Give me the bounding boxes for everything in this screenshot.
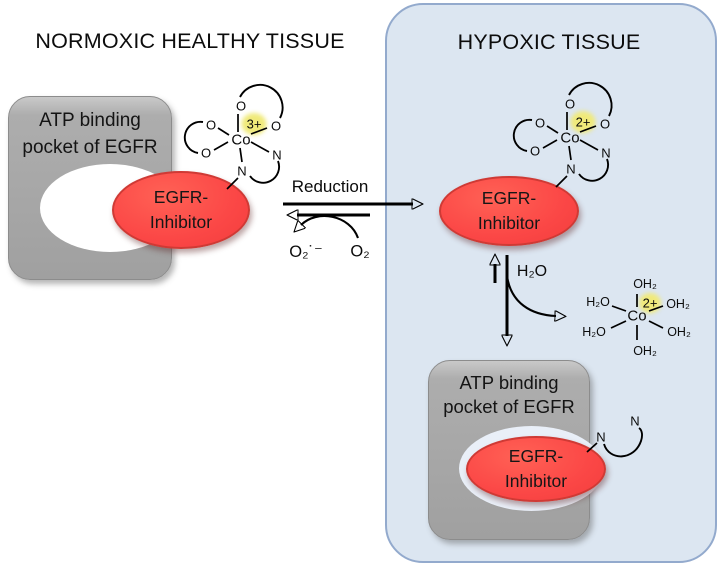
charge-2plus-label: 2+ (642, 295, 658, 311)
water-label: H₂O (516, 263, 548, 280)
egfr-inhibitor-bound: EGFR- Inhibitor (466, 436, 606, 502)
cobalt-label: Co (627, 307, 647, 325)
oxygen-ligand-label: O (599, 116, 611, 132)
nitrogen-ligand-label: N (596, 429, 606, 445)
inhibitor-line1: EGFR- (153, 187, 209, 207)
oxygen-ligand-label: O (534, 115, 546, 131)
aqua-ligand-label: OH₂ (666, 297, 690, 311)
reduction-label: Reduction (291, 177, 369, 196)
atp-pocket-line2: pocket of EGFR (443, 396, 575, 417)
inhibitor-line2: Inhibitor (149, 212, 213, 232)
nitrogen-ligand-label: N (272, 147, 282, 163)
cobalt-label: Co (560, 129, 580, 147)
inhibitor-line1: EGFR- (481, 188, 537, 208)
aqua-ligand-label: OH₂ (667, 325, 691, 339)
inhibitor-line1: EGFR- (508, 446, 564, 466)
nn-pendant-arm (586, 427, 643, 458)
oxygen-ligand-label: O (564, 96, 576, 112)
charge-3plus-label: 3+ (246, 116, 262, 132)
oxygen-ligand-label: O (529, 143, 541, 159)
oxygen-ligand-label: O (200, 145, 212, 161)
atp-pocket-label: ATP binding pocket of EGFR (9, 107, 171, 161)
atp-pocket-line1: ATP binding (39, 110, 141, 131)
oxygen-ligand-label: O (270, 118, 282, 134)
egfr-inhibitor-released: EGFR- Inhibitor (439, 176, 579, 246)
nitrogen-ligand-label: N (630, 413, 640, 429)
atp-pocket-line1: ATP binding (459, 372, 559, 393)
inhibitor-line2: Inhibitor (504, 471, 568, 491)
superoxide-label: O₂˙⁻ (289, 243, 323, 261)
water-exchange-curved-arrow (505, 275, 556, 316)
nitrogen-ligand-label: N (601, 145, 611, 161)
aqua-ligand-label: OH₂ (633, 277, 657, 291)
cobalt-complex-normoxic (183, 83, 284, 190)
superoxide-curved-arrow (301, 215, 359, 239)
aqua-ligand-label: H₂O (582, 325, 606, 339)
oxygen-ligand-label: O (235, 98, 247, 114)
hypoxic-title: HYPOXIC TISSUE (457, 30, 641, 54)
egfr-inhibitor-normoxic: EGFR- Inhibitor (112, 171, 250, 249)
aqua-ligand-label: OH₂ (633, 344, 657, 358)
hexaaqua-cobalt-complex (610, 294, 664, 340)
charge-highlight-3plus (241, 113, 267, 135)
charge-highlight-2plus (570, 111, 596, 133)
oxygen-ligand-label: O (205, 117, 217, 133)
nitrogen-ligand-label: N (566, 161, 576, 177)
cobalt-label: Co (231, 131, 251, 149)
atp-pocket-label: ATP binding pocket of EGFR (429, 371, 589, 419)
normoxic-title: NORMOXIC HEALTHY TISSUE (35, 29, 345, 53)
inhibitor-line2: Inhibitor (477, 213, 541, 233)
cobalt-complex-hypoxic (512, 81, 613, 188)
aqua-ligand-label: H₂O (586, 295, 610, 309)
atp-pocket-line2: pocket of EGFR (22, 137, 158, 158)
nitrogen-ligand-label: N (237, 163, 247, 179)
charge-2plus-label: 2+ (575, 114, 591, 130)
oxygen-label: O₂ (350, 242, 370, 261)
